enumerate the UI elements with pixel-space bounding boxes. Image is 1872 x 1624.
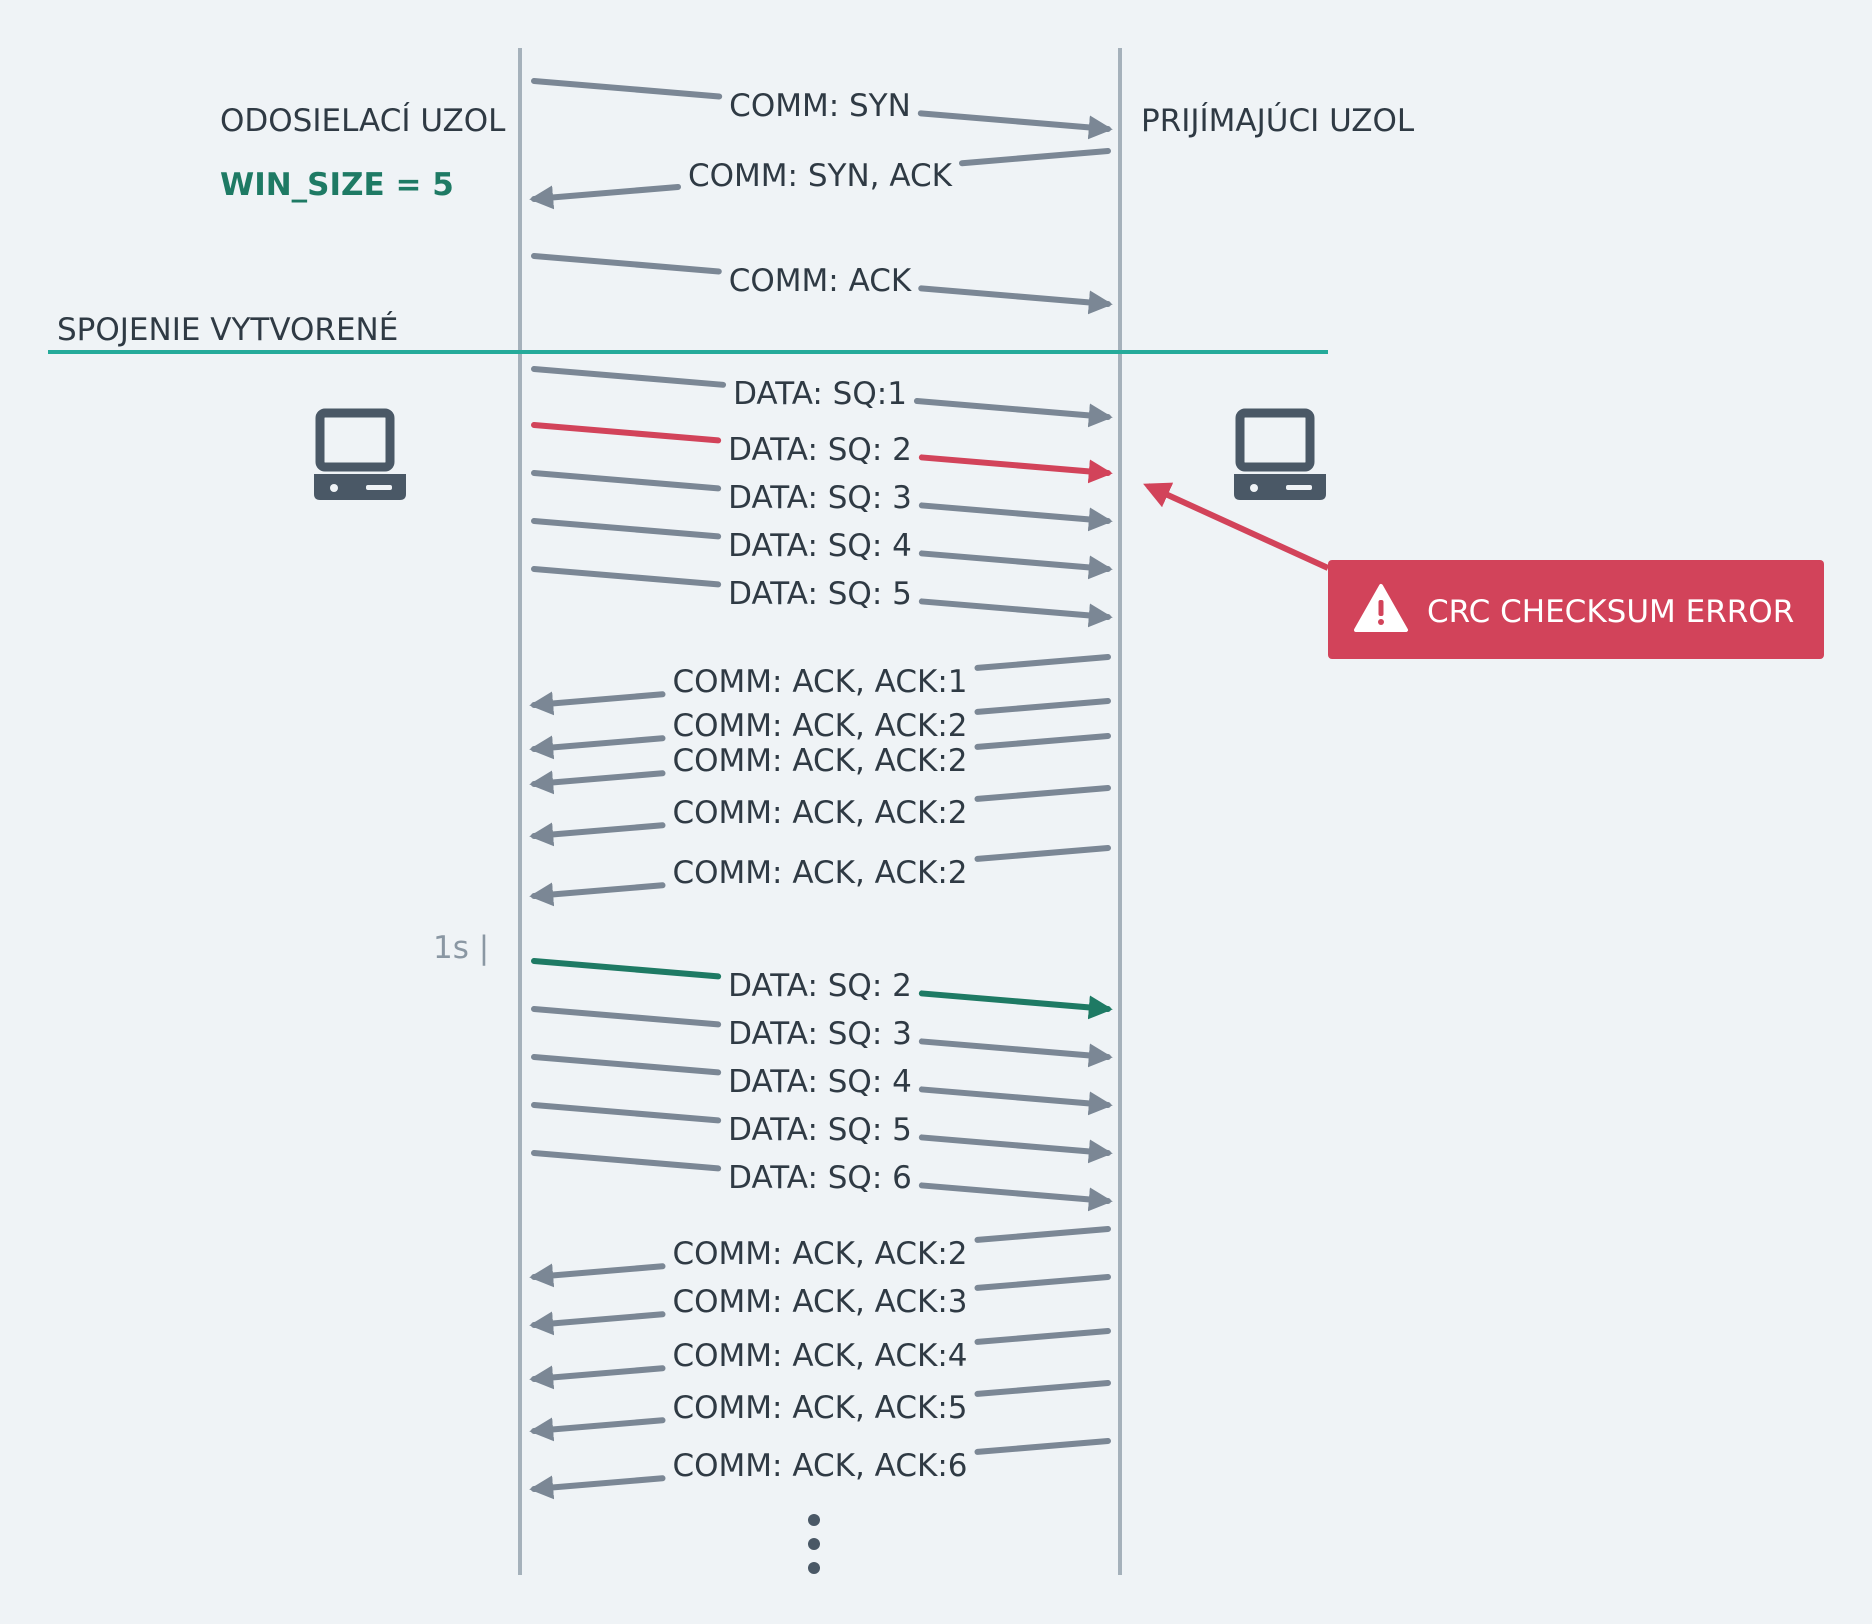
message-arrow-head: [529, 770, 666, 795]
message-label: COMM: ACK, ACK:1: [673, 664, 968, 700]
message-arrow-tail: [531, 470, 722, 492]
message-label: DATA: SQ: 3: [728, 1016, 912, 1052]
message-label: COMM: ACK, ACK:2: [673, 855, 968, 891]
crc-error-badge: CRC CHECKSUM ERROR: [1328, 560, 1824, 659]
message-arrow-head: [529, 1365, 666, 1390]
message-arrow-tail: [531, 422, 722, 444]
message-label: COMM: ACK, ACK:2: [673, 743, 968, 779]
message-arrow-tail: [531, 366, 727, 388]
message-arrow-head: [529, 183, 682, 210]
message-arrow-tail: [531, 253, 722, 275]
message-arrow-tail: [958, 148, 1111, 167]
message-arrow-head: [529, 1263, 666, 1288]
receiver-title: PRIJÍMAJÚCI UZOL: [1141, 102, 1415, 139]
message-list: COMM: SYN COMM: SYN, ACK COMM: ACK DATA: SQ…: [529, 78, 1113, 1500]
message-label: DATA: SQ: 2: [728, 968, 912, 1004]
window-size-label: WIN_SIZE = 5: [220, 167, 454, 203]
message-arrow-head: [918, 990, 1113, 1020]
message-label: COMM: ACK, ACK:2: [673, 708, 968, 744]
message-label: DATA: SQ: 5: [728, 1112, 912, 1148]
sender-computer-icon: [314, 408, 406, 500]
message-label: DATA: SQ: 4: [728, 1064, 912, 1100]
message-arrow-tail: [974, 654, 1111, 671]
message-label: COMM: ACK, ACK:5: [673, 1390, 968, 1426]
message-arrow-tail: [974, 1438, 1111, 1455]
message-arrow-tail: [531, 1006, 722, 1028]
connection-established-label: SPOJENIE VYTVORENÉ: [57, 312, 398, 348]
message-arrow-head: [529, 1417, 666, 1442]
message-arrow-head: [529, 822, 666, 847]
message-arrow-head: [918, 1134, 1113, 1164]
warning-triangle-icon: [1354, 584, 1408, 632]
message-arrow-tail: [531, 78, 723, 100]
message-label: COMM: ACK, ACK:6: [673, 1448, 968, 1484]
message-arrow-head: [918, 454, 1113, 484]
continuation-dots: [808, 1514, 820, 1574]
timeout-marker: 1s |: [433, 930, 489, 966]
message-arrow-tail: [974, 1226, 1111, 1243]
message-arrow-tail: [974, 698, 1111, 715]
message-arrow-head: [918, 1086, 1113, 1116]
message-arrow-tail: [531, 1054, 722, 1076]
message-arrow-tail: [974, 1328, 1111, 1345]
message-arrow-head: [918, 550, 1113, 580]
message-label: COMM: ACK, ACK:2: [673, 795, 968, 831]
message-label: COMM: ACK, ACK:2: [673, 1236, 968, 1272]
message-arrow-head: [913, 398, 1113, 428]
crc-error-text: CRC CHECKSUM ERROR: [1427, 594, 1794, 630]
message-arrow-tail: [974, 1274, 1111, 1291]
message-arrow-tail: [974, 785, 1111, 802]
message-label: DATA: SQ: 6: [728, 1160, 912, 1196]
sender-title: ODOSIELACÍ UZOL: [220, 103, 506, 139]
message-arrow-tail: [531, 1102, 722, 1124]
message-label: DATA: SQ: 3: [728, 480, 912, 516]
message-arrow-head: [529, 1475, 666, 1500]
message-arrow-tail: [974, 733, 1111, 750]
message-arrow-tail: [531, 1150, 722, 1172]
message-arrow-tail: [531, 566, 722, 588]
message-arrow-head: [529, 691, 666, 716]
message-label: DATA: SQ:1: [733, 376, 907, 412]
message-label: COMM: SYN: [729, 88, 911, 124]
message-arrow-head: [918, 1038, 1113, 1068]
message-label: COMM: SYN, ACK: [688, 158, 953, 194]
message-label: COMM: ACK, ACK:3: [673, 1284, 968, 1320]
message-label: DATA: SQ: 4: [728, 528, 912, 564]
message-arrow-tail: [531, 518, 722, 540]
message-arrow-tail: [974, 845, 1111, 862]
message-arrow-head: [918, 502, 1113, 532]
message-label: DATA: SQ: 2: [728, 432, 912, 468]
error-pointer-arrow: [1143, 482, 1330, 571]
message-label: COMM: ACK: [729, 263, 912, 299]
message-arrow-tail: [531, 958, 722, 980]
message-arrow-head: [918, 598, 1113, 628]
message-arrow-head: [918, 285, 1113, 315]
message-arrow-head: [529, 735, 666, 760]
message-arrow-head: [529, 882, 666, 907]
message-arrow-head: [529, 1311, 666, 1336]
message-arrow-head: [917, 110, 1113, 140]
message-label: COMM: ACK, ACK:4: [673, 1338, 968, 1374]
message-label: DATA: SQ: 5: [728, 576, 912, 612]
message-arrow-head: [918, 1182, 1113, 1212]
message-arrow-tail: [974, 1380, 1111, 1397]
receiver-computer-icon: [1234, 408, 1326, 500]
